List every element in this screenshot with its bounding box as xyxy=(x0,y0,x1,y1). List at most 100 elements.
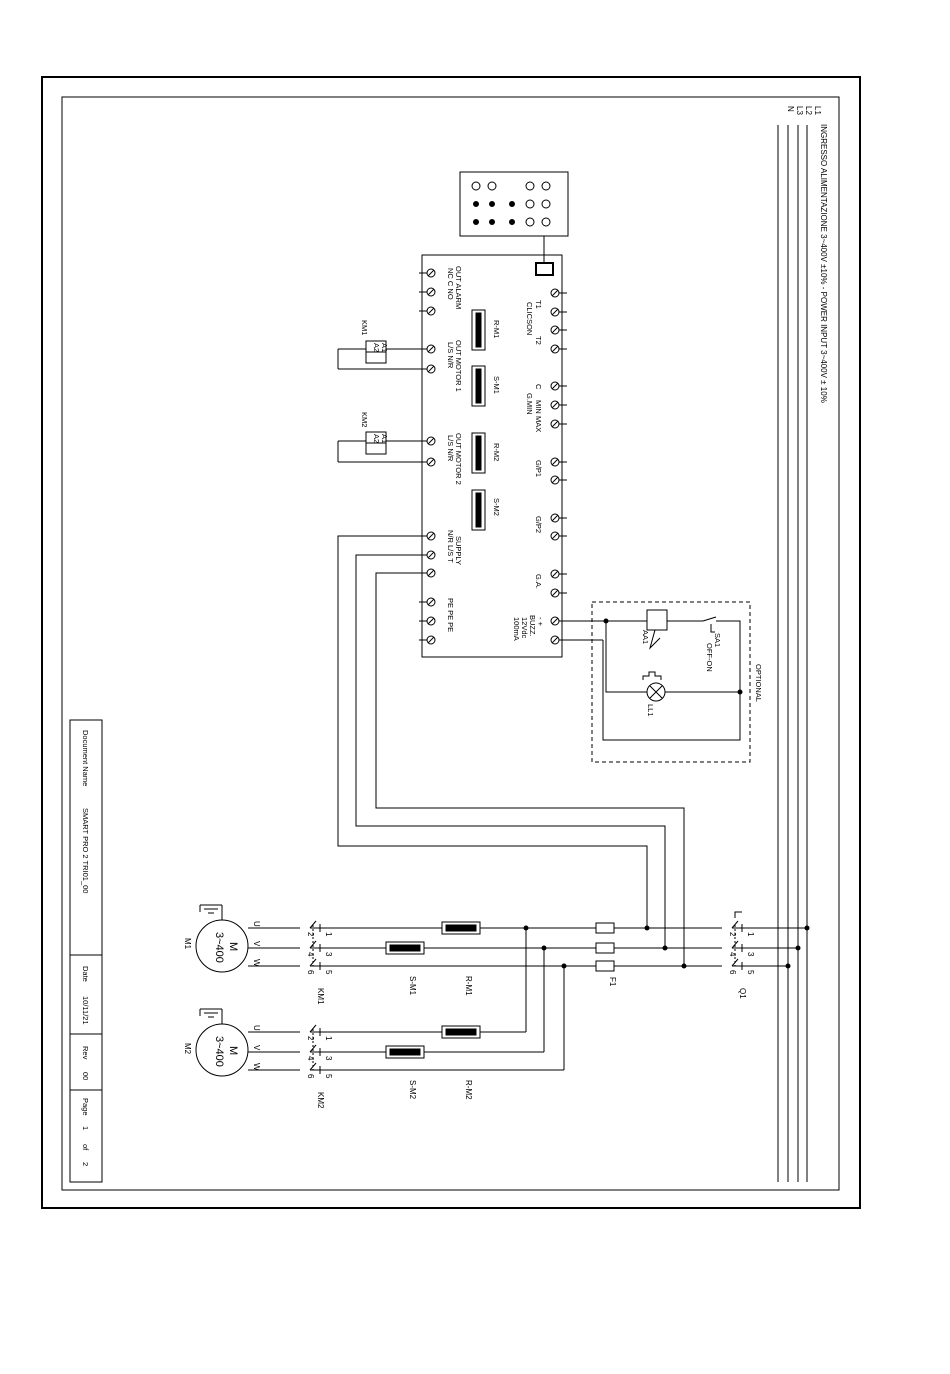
label-buzz-ma: 100mA xyxy=(512,617,521,641)
label-supply: SUPPLY xyxy=(454,536,463,565)
terminal-screw xyxy=(419,436,436,446)
motor-m1 xyxy=(195,904,249,973)
phase-l2: L2 xyxy=(804,106,813,115)
label-indicator-s-m2: S-M2 xyxy=(492,498,501,516)
label-out-alarm: OUT ALARM xyxy=(454,266,463,309)
contactor-contacts xyxy=(300,911,743,1074)
terminal-screw xyxy=(419,616,436,626)
terminal-screw xyxy=(550,513,567,523)
label-m2-rating: 3~400 xyxy=(213,1036,225,1067)
label-max: MAX xyxy=(534,416,543,432)
title-block-text: Document Name SMART PRO 2 TRI01_00 Date … xyxy=(81,730,90,1166)
terminal-screw xyxy=(550,325,567,335)
label-r-m2: R-M2 xyxy=(464,1080,473,1100)
label-m2-w: W xyxy=(252,1063,261,1071)
rev-label: Rev xyxy=(81,1046,90,1060)
supply-bus xyxy=(777,125,810,1182)
label-q1: Q1 xyxy=(738,988,747,999)
controller-board xyxy=(421,254,563,658)
pin-label-top: 5 xyxy=(324,1074,333,1079)
date-value: 10/11/21 xyxy=(81,996,90,1025)
terminal-screw xyxy=(419,635,436,645)
pin-label-top: 3 xyxy=(324,1056,333,1061)
pin-label-top: 1 xyxy=(324,932,333,937)
terminal-screw xyxy=(419,344,436,354)
label-m1-v: V xyxy=(252,941,261,947)
terminal-screw xyxy=(550,288,567,298)
label-optional: OPTIONAL xyxy=(754,664,763,702)
label-m2: M2 xyxy=(183,1043,192,1055)
label-supply-pins: N/R L/S T xyxy=(446,530,455,563)
label-buzz-v: 12Vdc xyxy=(520,617,529,639)
pin-label-bottom: 6 xyxy=(306,1074,315,1079)
page-label: Page xyxy=(81,1098,90,1116)
label-r-m1: R-M1 xyxy=(464,976,473,996)
display-panel xyxy=(459,171,569,276)
label-gp1: G/P1 xyxy=(534,460,543,477)
terminal-screw xyxy=(550,307,567,317)
pin-label-bottom: 6 xyxy=(728,970,737,975)
terminal-screw xyxy=(550,588,567,598)
label-m1-m: M xyxy=(227,942,239,951)
label-km2-a2: A2 xyxy=(372,434,381,443)
label-m1-u: U xyxy=(252,921,261,927)
label-s-m1: S-M1 xyxy=(408,976,417,996)
label-km1: KM1 xyxy=(316,988,325,1005)
page-total: 2 xyxy=(81,1162,90,1166)
terminal-screw xyxy=(550,419,567,429)
label-s-m2: S-M2 xyxy=(408,1080,417,1100)
indicator-s-m1 xyxy=(471,365,486,407)
label-t1: T1 xyxy=(534,300,543,309)
coil-km1 xyxy=(337,340,424,370)
date-label: Date xyxy=(81,966,90,982)
label-m1-rating: 3~400 xyxy=(213,932,225,963)
indicator-r-m2 xyxy=(471,432,486,474)
pin-label-top: 3 xyxy=(746,952,755,957)
label-indicator-s-m1: S-M1 xyxy=(492,376,501,394)
terminal-screw xyxy=(550,531,567,541)
label-km2-coil: KM2 xyxy=(360,412,369,427)
terminal-screw xyxy=(419,597,436,607)
label-km2: KM2 xyxy=(316,1092,325,1109)
label-km2-a1: A1 xyxy=(380,434,389,443)
label-buzz: BUZZ. xyxy=(528,615,537,637)
terminal-screw xyxy=(419,268,436,278)
supply-wires xyxy=(337,535,687,969)
phase-labels: L1 L2 L3 N xyxy=(786,106,822,115)
outer-frame xyxy=(41,76,861,1209)
phase-l3: L3 xyxy=(795,106,804,115)
label-indicator-r-m1: R-M1 xyxy=(492,320,501,338)
motor-m2 xyxy=(195,1008,249,1077)
km1-contacts xyxy=(300,920,321,970)
km2-contacts xyxy=(300,1024,321,1074)
q1-handle xyxy=(734,911,742,918)
page-value: 1 xyxy=(81,1126,90,1130)
label-aa1: AA1 xyxy=(641,630,650,644)
label-gmin: G.MIN xyxy=(525,393,534,415)
terminal-screw xyxy=(550,400,567,410)
indicator-r-m1 xyxy=(471,309,486,351)
label-km1-a2: A2 xyxy=(372,343,381,352)
coil-km2 xyxy=(337,431,424,463)
phase-l1: L1 xyxy=(813,106,822,115)
terminal-screw xyxy=(550,457,567,467)
label-km1-coil: KM1 xyxy=(360,320,369,335)
pin-label-top: 1 xyxy=(324,1036,333,1041)
rev-value: 00 xyxy=(81,1072,90,1080)
terminal-screw xyxy=(419,287,436,297)
doc-label: Document Name xyxy=(81,730,90,786)
terminal-screw xyxy=(550,381,567,391)
supply-title: INGRESSO ALIMENTAZIONE 3~400V ±10% - POW… xyxy=(819,124,828,403)
label-m1: M1 xyxy=(183,938,192,950)
label-out-motor2: OUT MOTOR 2 xyxy=(454,433,463,485)
label-buzz-sign: - + xyxy=(536,617,545,627)
label-f1: F1 xyxy=(608,977,617,987)
label-gp2: G/P2 xyxy=(534,516,543,533)
power-labels: M 3~400 M1 M 3~400 M2 U V W U V W KM1 KM… xyxy=(183,921,747,1109)
label-min: MIN xyxy=(534,400,543,414)
pin-label-top: 3 xyxy=(324,952,333,957)
pin-label-bottom: 2 xyxy=(728,932,737,937)
pin-label-top: 5 xyxy=(746,970,755,975)
label-off-on: OFF-ON xyxy=(705,643,714,672)
